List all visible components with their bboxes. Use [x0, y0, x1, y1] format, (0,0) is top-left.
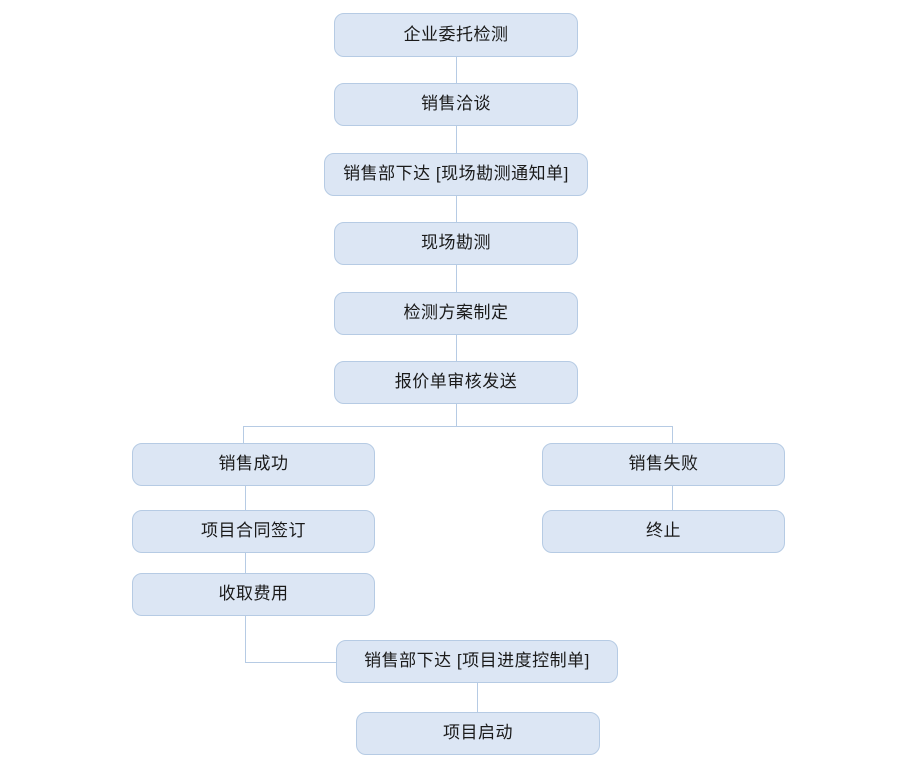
- connector-elbow-across: [245, 662, 336, 663]
- flow-node-n1[interactable]: 企业委托检测: [334, 13, 578, 57]
- flow-node-n13[interactable]: 项目启动: [356, 712, 600, 755]
- connector-n8-n10: [672, 486, 673, 510]
- connector-split-bar: [243, 426, 673, 427]
- flow-node-n8[interactable]: 销售失败: [542, 443, 785, 486]
- connector-n3-n4: [456, 196, 457, 222]
- connector-n2-n3: [456, 126, 457, 153]
- flow-node-n6[interactable]: 报价单审核发送: [334, 361, 578, 404]
- connector-n12-n13: [477, 683, 478, 712]
- connector-split-stem: [456, 404, 457, 426]
- connector-n1-n2: [456, 57, 457, 83]
- connector-elbow-down: [245, 616, 246, 662]
- flow-node-n5[interactable]: 检测方案制定: [334, 292, 578, 335]
- connector-n7-n9: [245, 486, 246, 510]
- flow-node-n3[interactable]: 销售部下达 [现场勘测通知单]: [324, 153, 588, 196]
- connector-n5-n6: [456, 335, 457, 361]
- flow-node-n12[interactable]: 销售部下达 [项目进度控制单]: [336, 640, 618, 683]
- flow-node-n2[interactable]: 销售洽谈: [334, 83, 578, 126]
- flow-node-n10[interactable]: 终止: [542, 510, 785, 553]
- flow-node-n7[interactable]: 销售成功: [132, 443, 375, 486]
- flow-node-n11[interactable]: 收取费用: [132, 573, 375, 616]
- connector-n9-n11: [245, 553, 246, 573]
- flow-node-n9[interactable]: 项目合同签订: [132, 510, 375, 553]
- connector-split-drop-left: [243, 426, 244, 443]
- flow-node-n4[interactable]: 现场勘测: [334, 222, 578, 265]
- connector-split-drop-right: [672, 426, 673, 443]
- connector-n4-n5: [456, 265, 457, 292]
